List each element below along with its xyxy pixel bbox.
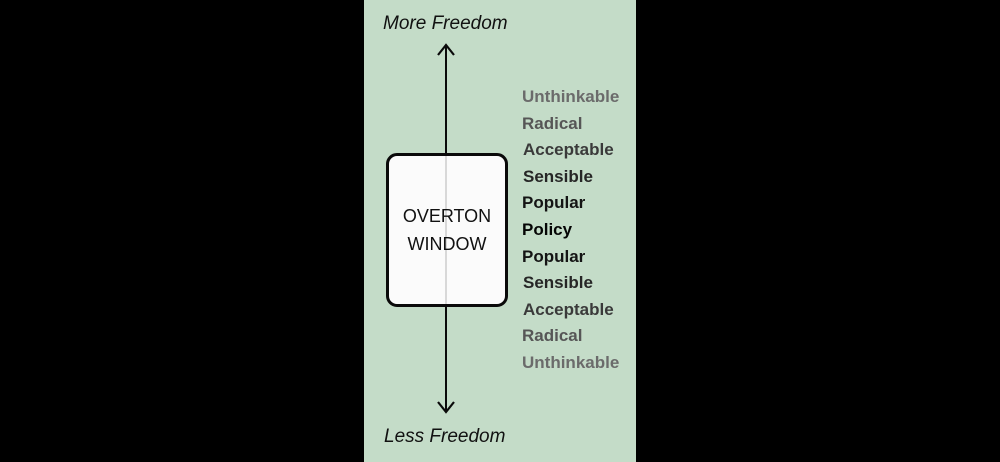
spectrum-item: Acceptable bbox=[523, 299, 614, 319]
spectrum-item: Radical bbox=[522, 326, 583, 346]
spectrum-item: Popular bbox=[522, 193, 586, 213]
spectrum-item: Acceptable bbox=[523, 140, 614, 160]
window-label-line2: WINDOW bbox=[407, 234, 487, 254]
spectrum-item: Policy bbox=[522, 219, 573, 239]
top-caption: More Freedom bbox=[383, 13, 508, 34]
spectrum-item: Unthinkable bbox=[522, 87, 620, 106]
spectrum-item: Unthinkable bbox=[522, 352, 620, 372]
spectrum-item: Radical bbox=[522, 113, 583, 133]
arrow-head-down bbox=[437, 401, 455, 414]
bottom-caption: Less Freedom bbox=[384, 426, 506, 447]
overton-window-box bbox=[386, 153, 508, 307]
overton-window-label: OVERTON WINDOW bbox=[386, 202, 508, 258]
arrow-head-up bbox=[437, 43, 455, 56]
spectrum-item: Sensible bbox=[523, 273, 593, 293]
spectrum-item: Popular bbox=[522, 246, 586, 266]
spectrum-item: Sensible bbox=[523, 166, 593, 186]
window-label-line1: OVERTON bbox=[402, 206, 492, 226]
window-axis-segment bbox=[445, 156, 447, 304]
